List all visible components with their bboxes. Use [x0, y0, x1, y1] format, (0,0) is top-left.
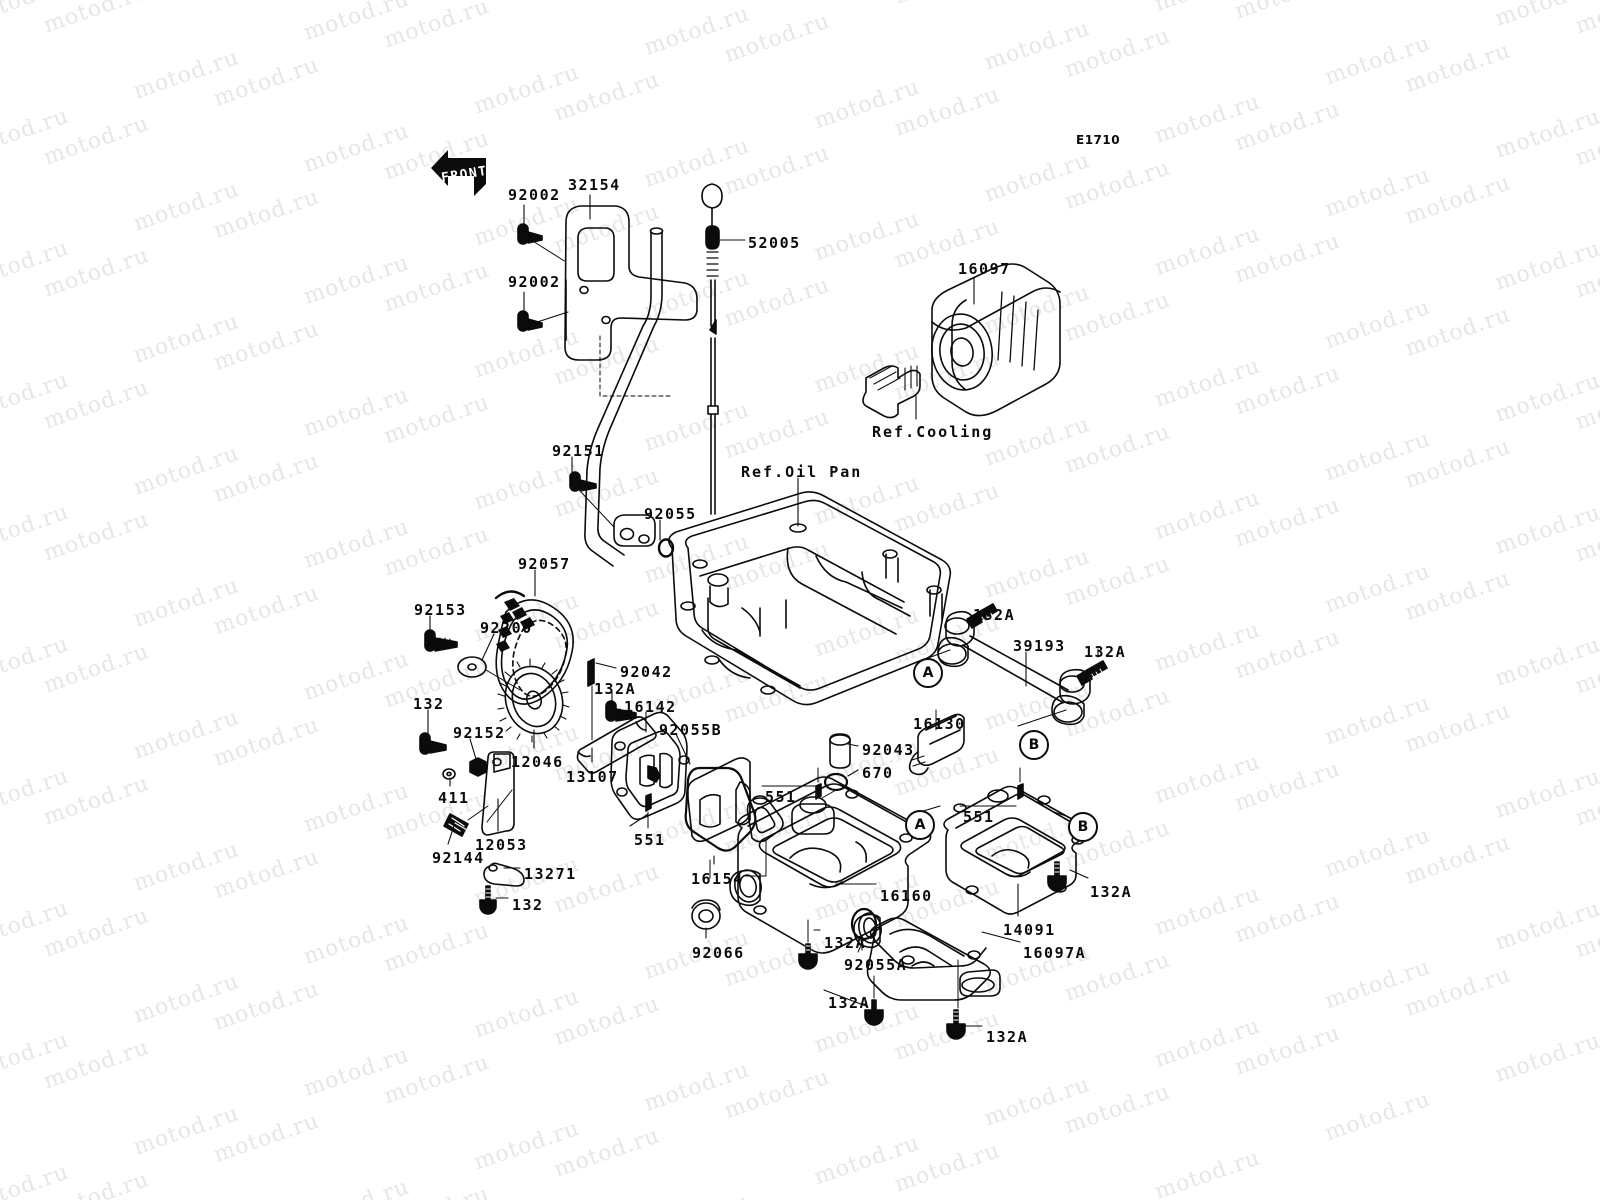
part-number-label: 16097A: [1023, 944, 1087, 962]
part-number-label: 132: [512, 896, 544, 914]
part-number-label: 16154: [691, 870, 744, 888]
part-number-label: 132A: [594, 680, 637, 698]
part-number-label: 92200: [480, 619, 533, 637]
front-direction-arrow: FRONT: [428, 142, 490, 204]
part-number-label: 92002: [508, 273, 561, 291]
part-number-label: 92151: [552, 442, 605, 460]
part-number-label: 92055B: [659, 721, 723, 739]
callout-marker-a-lower: A: [905, 810, 935, 840]
ref-label-oil-pan: Ref.Oil Pan: [741, 463, 863, 481]
part-number-label: 13107: [566, 768, 619, 786]
part-number-label: 132A: [986, 1028, 1029, 1046]
part-number-label: 12046: [511, 753, 564, 771]
part-number-label: 132A: [1090, 883, 1133, 901]
part-number-label: 92152: [453, 724, 506, 742]
part-number-label: 551: [634, 831, 666, 849]
callout-marker-b-lower: B: [1068, 812, 1098, 842]
part-number-label: 12053: [475, 836, 528, 854]
part-number-label: 92066: [692, 944, 745, 962]
part-number-label: 92153: [414, 601, 467, 619]
part-number-label: 132: [413, 695, 445, 713]
diagram-code: E1710: [1076, 133, 1121, 147]
part-number-label: 92055A: [844, 956, 908, 974]
part-number-label: 92144: [432, 849, 485, 867]
part-number-label: 52005: [748, 234, 801, 252]
ref-label-cooling: Ref.Cooling: [872, 423, 994, 441]
part-number-label: 92042: [620, 663, 673, 681]
part-number-label: 92043: [862, 741, 915, 759]
part-number-label: 14091: [1003, 921, 1056, 939]
part-number-label: 16142: [624, 698, 677, 716]
part-number-label: 16160: [880, 887, 933, 905]
part-number-label: 39193: [1013, 637, 1066, 655]
callout-marker-b-upper: B: [1019, 730, 1049, 760]
part-number-label: 551: [765, 788, 797, 806]
part-number-label: 551: [963, 808, 995, 826]
part-number-label: 132A: [973, 606, 1016, 624]
part-number-label: 16097: [958, 260, 1011, 278]
part-number-label: 132A: [824, 934, 867, 952]
part-number-label: 16130: [913, 715, 966, 733]
part-number-label: 13271: [524, 865, 577, 883]
part-number-label: 132A: [1084, 643, 1127, 661]
part-number-label: 411: [438, 789, 470, 807]
svg-text:FRONT: FRONT: [440, 164, 488, 186]
part-number-label: 92055: [644, 505, 697, 523]
part-number-label: 92002: [508, 186, 561, 204]
part-number-label: 92057: [518, 555, 571, 573]
part-number-label: 32154: [568, 176, 621, 194]
part-number-label: 670: [862, 764, 894, 782]
part-number-label: 132A: [828, 994, 871, 1012]
callout-marker-a-upper: A: [913, 658, 943, 688]
